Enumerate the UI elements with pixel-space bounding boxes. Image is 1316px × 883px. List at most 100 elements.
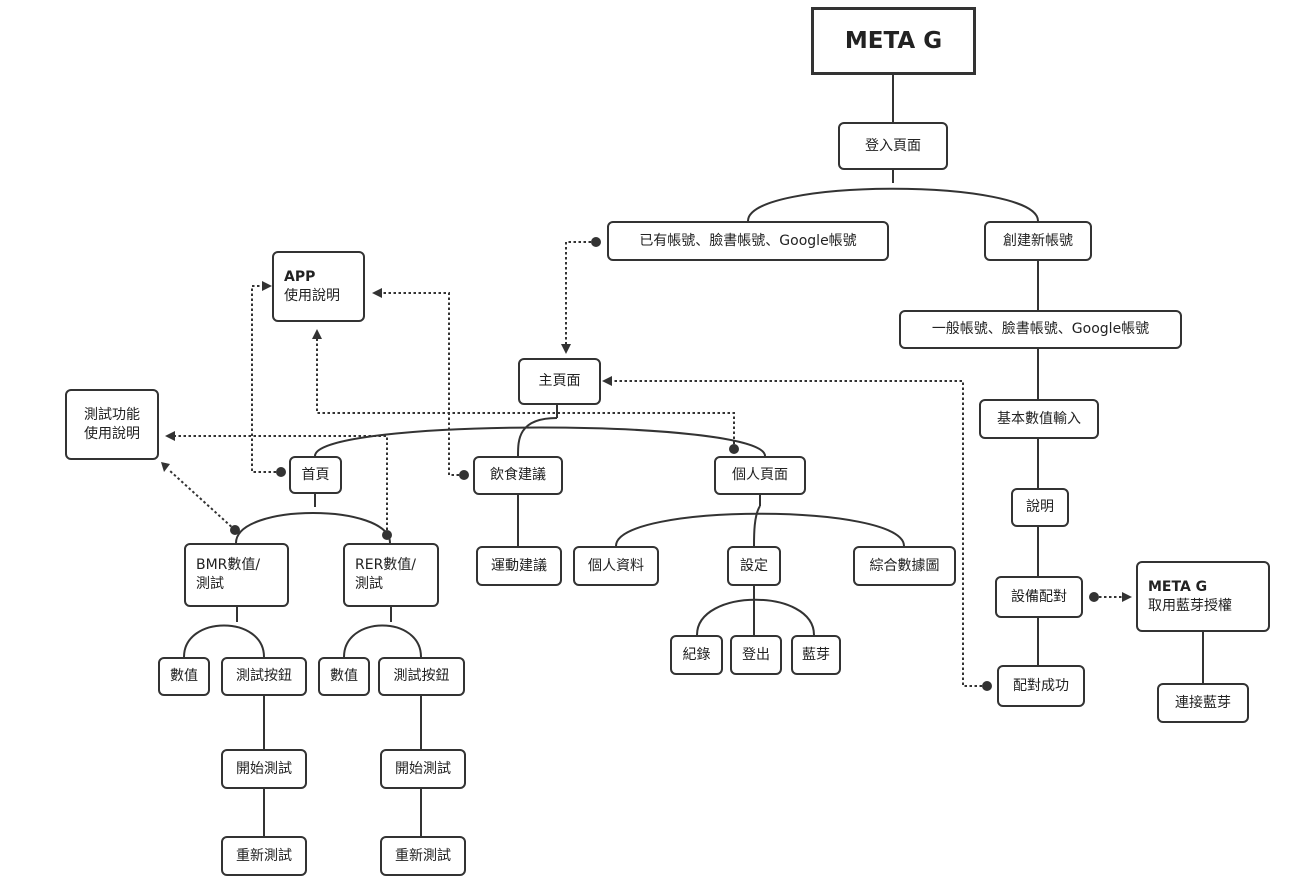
- existing-account-node: 已有帳號、臉書帳號、Google帳號: [607, 221, 889, 261]
- main-page-node: 主頁面: [518, 358, 601, 405]
- logout-node: 登出: [730, 635, 782, 675]
- device-pair-node: 設備配對: [995, 576, 1083, 618]
- rer-line1: RER數值/: [355, 557, 417, 573]
- logout-label: 登出: [742, 646, 770, 663]
- diet-node: 飲食建議: [473, 456, 563, 495]
- bmr-value-label: 數值: [170, 668, 198, 684]
- rer-value-label: 數值: [330, 668, 358, 684]
- connector-dot: [591, 237, 601, 247]
- connector: [183, 624, 265, 658]
- profile-label: 個人資料: [588, 557, 644, 574]
- bmr-test-button-label: 測試按鈕: [236, 668, 292, 684]
- rer-retest-label: 重新測試: [395, 847, 451, 864]
- explain-label: 說明: [1026, 499, 1054, 515]
- arrowhead: [165, 431, 175, 441]
- stats-chart-label: 綜合數據圖: [869, 557, 940, 574]
- metag-bluetooth-text: 取用藍芽授權: [1148, 597, 1232, 614]
- bluetooth-node: 藍芽: [791, 635, 841, 675]
- rer-line2: 測試: [355, 576, 383, 592]
- connect-bluetooth-label: 連接藍芽: [1175, 694, 1231, 711]
- rer-value-node: 數值: [318, 657, 370, 696]
- bmr-retest-node: 重新測試: [221, 836, 307, 876]
- settings-node: 設定: [727, 546, 781, 586]
- arrowhead: [561, 344, 571, 354]
- connector-dot: [276, 467, 286, 477]
- main-page-label: 主頁面: [538, 373, 581, 389]
- dotted-link: [168, 469, 236, 531]
- dotted-link: [251, 285, 281, 473]
- account-types-label: 一般帳號、臉書帳號、Google帳號: [931, 321, 1150, 337]
- create-account-label: 創建新帳號: [1003, 232, 1073, 249]
- connector-dot: [982, 681, 992, 691]
- connector: [314, 426, 766, 457]
- dotted-link: [316, 339, 735, 449]
- home-label: 首頁: [301, 466, 330, 483]
- basic-input-node: 基本數值輸入: [979, 399, 1099, 439]
- connector-dot: [729, 444, 739, 454]
- connect-bluetooth-node: 連接藍芽: [1157, 683, 1249, 723]
- device-pair-label: 設備配對: [1011, 588, 1067, 605]
- exercise-node: 運動建議: [476, 546, 562, 586]
- connector: [615, 512, 905, 547]
- pair-success-label: 配對成功: [1013, 677, 1069, 694]
- bmr-retest-label: 重新測試: [236, 847, 292, 864]
- rer-retest-node: 重新測試: [380, 836, 466, 876]
- arrowhead: [161, 462, 170, 472]
- account-types-node: 一般帳號、臉書帳號、Google帳號: [899, 310, 1182, 349]
- connector-dot: [459, 470, 469, 480]
- existing-account-label: 已有帳號、臉書帳號、Google帳號: [639, 232, 857, 249]
- connector-dot: [1089, 592, 1099, 602]
- pair-success-node: 配對成功: [997, 665, 1085, 707]
- bmr-line1: BMR數值/: [196, 557, 261, 573]
- arrowhead: [602, 376, 612, 386]
- connector: [235, 512, 391, 544]
- dotted-link: [612, 380, 987, 687]
- explain-node: 說明: [1011, 488, 1069, 527]
- app-guide-title: APP: [284, 268, 316, 285]
- diet-label: 飲食建議: [490, 467, 546, 483]
- rer-start-label: 開始測試: [395, 760, 451, 777]
- app-guide-node: APP 使用說明: [272, 251, 365, 322]
- arrowhead: [312, 329, 322, 339]
- rer-start-node: 開始測試: [380, 749, 466, 789]
- bmr-test-button-node: 測試按鈕: [221, 657, 307, 696]
- login-page-label: 登入頁面: [865, 137, 921, 154]
- personal-page-label: 個人頁面: [732, 467, 788, 483]
- connector-dot: [230, 525, 240, 535]
- test-guide-line2: 使用說明: [84, 425, 140, 442]
- dotted-link: [382, 292, 464, 476]
- records-label: 紀錄: [682, 646, 711, 663]
- home-node: 首頁: [289, 456, 342, 494]
- login-page-node: 登入頁面: [838, 122, 948, 170]
- bmr-node: BMR數值/ 測試: [184, 543, 289, 607]
- metag-bluetooth-node: META G 取用藍芽授權: [1136, 561, 1270, 632]
- bmr-line2: 測試: [196, 576, 224, 592]
- personal-page-node: 個人頁面: [714, 456, 806, 495]
- bluetooth-label: 藍芽: [802, 646, 830, 663]
- profile-node: 個人資料: [573, 546, 659, 586]
- basic-input-label: 基本數值輸入: [997, 410, 1081, 427]
- dotted-link: [175, 435, 388, 535]
- exercise-label: 運動建議: [491, 557, 547, 574]
- connector: [696, 598, 815, 636]
- stats-chart-node: 綜合數據圖: [853, 546, 956, 586]
- metag-bluetooth-title: META G: [1148, 578, 1208, 595]
- arrowhead: [372, 288, 382, 298]
- app-guide-text: 使用說明: [284, 287, 340, 304]
- test-guide-node: 測試功能 使用說明: [65, 389, 159, 460]
- rer-test-button-node: 測試按鈕: [378, 657, 465, 696]
- records-node: 紀錄: [670, 635, 723, 675]
- connector: [517, 417, 558, 457]
- rer-test-button-label: 測試按鈕: [393, 668, 450, 684]
- connector: [747, 187, 1039, 222]
- bmr-start-node: 開始測試: [221, 749, 307, 789]
- dotted-link: [565, 241, 596, 344]
- rer-node: RER數值/ 測試: [343, 543, 439, 607]
- create-account-node: 創建新帳號: [984, 221, 1092, 261]
- root-label: META G: [844, 27, 943, 54]
- connector-dot: [382, 530, 392, 540]
- bmr-start-label: 開始測試: [236, 760, 292, 777]
- bmr-value-node: 數值: [158, 657, 210, 696]
